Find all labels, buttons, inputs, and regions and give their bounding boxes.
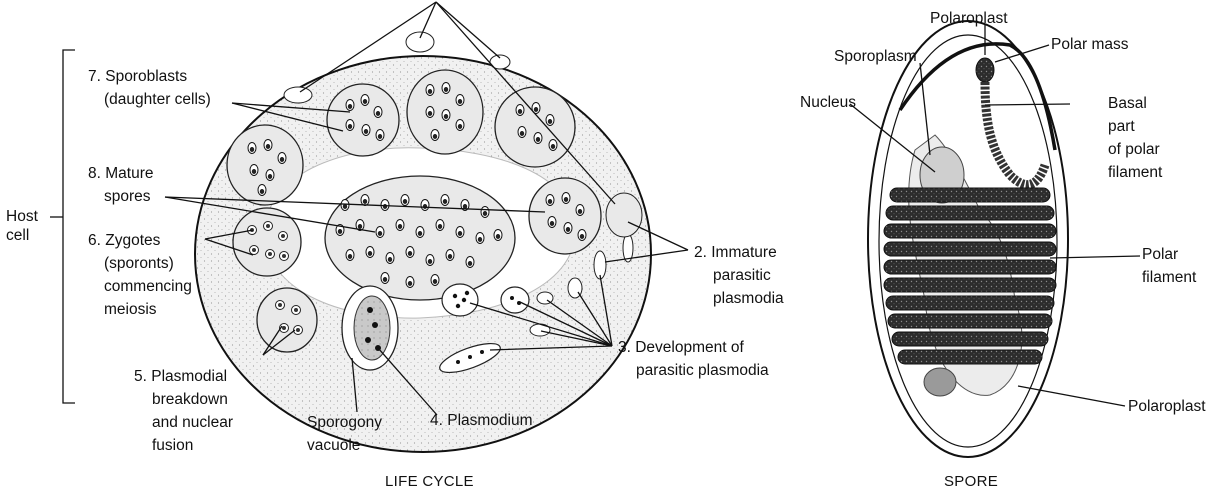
spore-caption: SPORE (944, 473, 998, 490)
label-mature-spores: 8. Mature spores (88, 165, 158, 205)
label-polar-filament: Polar filament (1142, 246, 1197, 286)
label-plasmodium: 4. Plasmodium (430, 412, 533, 429)
label-polar-mass: Polar mass (1051, 36, 1129, 53)
label-zygotes: 6. Zygotes (sporonts) commencing meiosis (88, 232, 196, 318)
host-cell-drawing (195, 32, 651, 452)
label-nucleus: Nucleus (800, 94, 856, 111)
label-basal-part: Basal part of polar filament (1108, 95, 1164, 181)
label-sporoblasts: 7. Sporoblasts (daughter cells) (88, 68, 211, 108)
label-immature-plasmodia: 2. Immature parasitic plasmodia (694, 244, 784, 307)
host-cell-bracket (50, 50, 75, 403)
label-development: 3. Development of parasitic plasmodia (618, 339, 769, 379)
spore-drawing (868, 21, 1068, 457)
label-polaroplast-top: Polaroplast (930, 10, 1008, 27)
life-cycle-caption: LIFE CYCLE (385, 473, 474, 490)
plasmodial-breakdown-cell (257, 288, 317, 352)
host-cell-label: Host cell (6, 208, 42, 244)
label-polaroplast-bottom: Polaroplast (1128, 398, 1206, 415)
label-plasmodial-breakdown: 5. Plasmodial breakdown and nuclear fusi… (134, 368, 237, 454)
label-sporoplasm: Sporoplasm (834, 48, 917, 65)
